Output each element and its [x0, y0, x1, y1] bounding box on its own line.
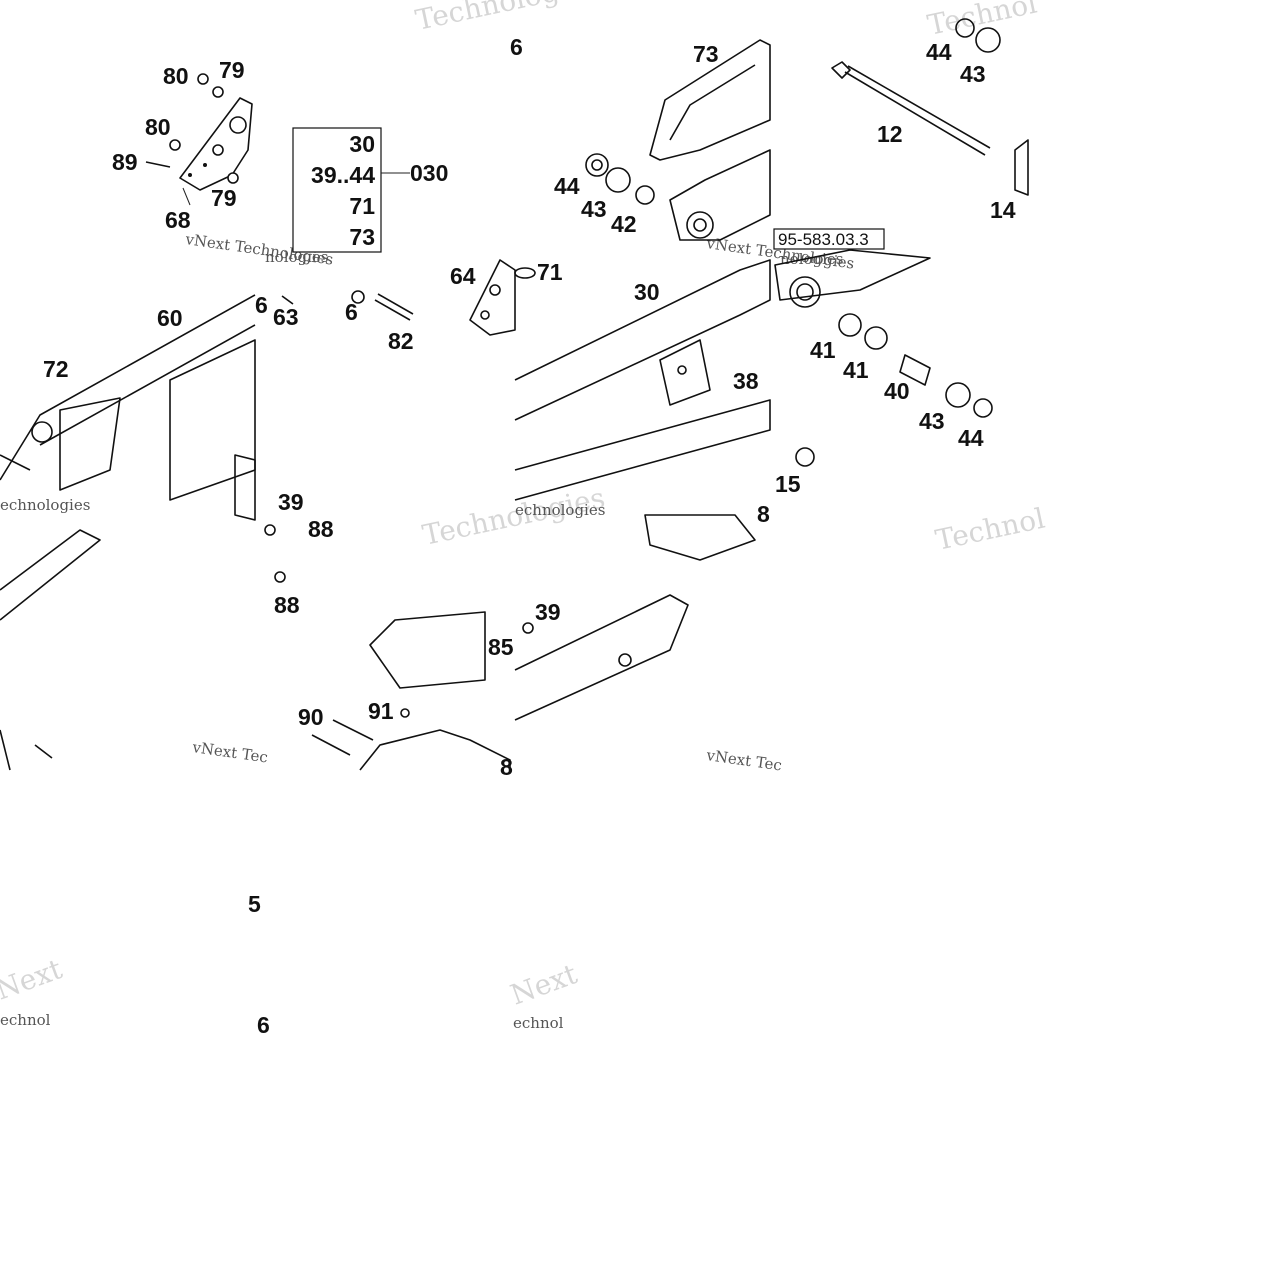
watermark-technol: Technol: [925, 0, 1040, 42]
legend-row-71: 71: [349, 193, 375, 219]
callout-60: 60: [157, 305, 183, 331]
callout-5: 5: [248, 891, 261, 917]
callout-42: 42: [611, 211, 637, 237]
callout-12: 12: [877, 121, 903, 147]
callout-39: 39: [278, 489, 304, 515]
callout-40: 40: [884, 378, 910, 404]
pivot-plate: [469, 259, 536, 336]
callout-79: 79: [219, 57, 245, 83]
watermark-echnol: echnol: [513, 1014, 564, 1032]
watermark-next: Next: [0, 952, 67, 1007]
legend-group-code: 030: [410, 160, 448, 186]
chain-slider-guard: [0, 514, 756, 771]
callout-38: 38: [733, 368, 759, 394]
callout-85: 85: [488, 634, 514, 660]
callout-15: 15: [775, 471, 801, 497]
callout-14: 14: [990, 197, 1016, 223]
callout-8: 8: [757, 501, 770, 527]
callout-82: 82: [388, 328, 414, 354]
bracket-assembly: [145, 73, 253, 206]
callout-73: 73: [693, 41, 719, 67]
watermark-echnologies: echnologies: [515, 501, 605, 519]
callout-80: 80: [145, 114, 171, 140]
legend-row-39-44: 39..44: [311, 162, 375, 188]
callout-71: 71: [537, 259, 563, 285]
callout-63: 63: [273, 304, 299, 330]
axle-assembly: 95-583.03.3: [773, 18, 1029, 250]
watermark-next: Next: [506, 957, 582, 1012]
watermark-echnologies: echnologies: [0, 496, 90, 514]
callout-89: 89: [112, 149, 138, 175]
callout-6: 6: [257, 1012, 270, 1038]
bearing-stack: [774, 249, 993, 467]
callout-88: 88: [274, 592, 300, 618]
watermark-echnol: echnol: [0, 1011, 51, 1029]
reference-code: 95-583.03.3: [778, 230, 869, 249]
watermarks: Technologies Technol Technologies Techno…: [0, 0, 1048, 1032]
callout-72: 72: [43, 356, 69, 382]
callout-44: 44: [926, 39, 952, 65]
callout-41: 41: [810, 337, 836, 363]
callout-6: 6: [345, 299, 358, 325]
callout-44: 44: [554, 173, 580, 199]
legend-box: 30 39..44 71 73 030: [292, 127, 448, 253]
callout-43: 43: [960, 61, 986, 87]
watermark-vnext-short: vNext Tec: [190, 738, 269, 767]
callout-79: 79: [211, 185, 237, 211]
callouts: 80 79 80 89 68 79 73 44 43 42 44 43 12 1…: [43, 34, 1016, 1038]
callout-6: 6: [510, 34, 523, 60]
watermark-technol: Technol: [933, 502, 1048, 557]
callout-41: 41: [843, 357, 869, 383]
legend-row-73: 73: [349, 224, 375, 250]
callout-91: 91: [368, 698, 394, 724]
watermark-vnext-short: vNext Tec: [704, 746, 783, 775]
callout-44: 44: [958, 425, 984, 451]
callout-88: 88: [308, 516, 334, 542]
callout-6: 6: [255, 292, 268, 318]
bolt-set: [234, 290, 414, 521]
legend-row-30: 30: [349, 131, 375, 157]
callout-43: 43: [581, 196, 607, 222]
watermark-technologies: Technologies: [413, 0, 601, 37]
swingarm-body: [0, 294, 256, 501]
swingarm-main: [514, 259, 771, 501]
callout-43: 43: [919, 408, 945, 434]
callout-64: 64: [450, 263, 476, 289]
callout-30: 30: [634, 279, 660, 305]
callout-39: 39: [535, 599, 561, 625]
callout-68: 68: [165, 207, 191, 233]
chain-guide-assembly: [585, 39, 771, 241]
callout-90: 90: [298, 704, 324, 730]
callout-8: 8: [500, 754, 513, 780]
callout-80: 80: [163, 63, 189, 89]
